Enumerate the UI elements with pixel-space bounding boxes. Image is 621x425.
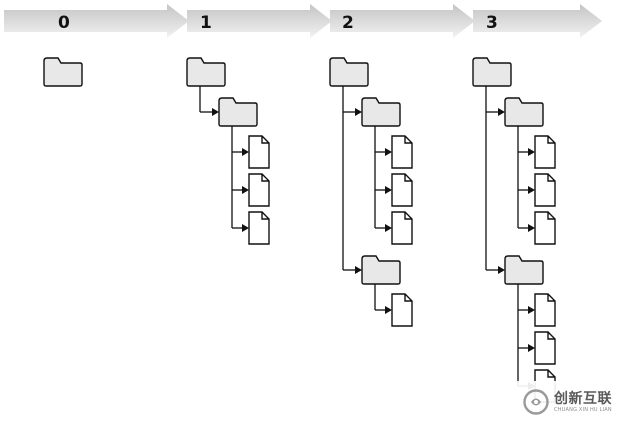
folder-icon [361, 255, 401, 285]
watermark: 创新互联 CHUANG XIN HU LIAN [517, 381, 620, 423]
folder-icon [472, 57, 512, 87]
revision-label: 1 [200, 13, 212, 33]
file-icon [248, 211, 270, 245]
file-icon [534, 135, 556, 169]
connector-arrowhead [385, 148, 392, 156]
connector-arrowhead [355, 266, 362, 274]
connector-arrowhead [528, 306, 535, 314]
folder-icon [504, 255, 544, 285]
connector-arrowhead [498, 108, 505, 116]
folder-icon [186, 57, 226, 87]
folder-icon [361, 97, 401, 127]
watermark-subtitle: CHUANG XIN HU LIAN [554, 406, 612, 413]
revision-arrows: 0 1 2 3 [4, 4, 602, 38]
revision-arrow [330, 4, 475, 38]
connector-arrowhead [355, 108, 362, 116]
revision-trees [43, 57, 556, 403]
file-icon [248, 173, 270, 207]
connector-arrowhead [212, 108, 219, 116]
file-icon [534, 293, 556, 327]
connector-arrowhead [528, 148, 535, 156]
folder-icon [504, 97, 544, 127]
revision-arrow [4, 4, 189, 38]
connector-arrowhead [528, 186, 535, 194]
file-icon [534, 331, 556, 365]
connector-arrowhead [242, 224, 249, 232]
folder-icon [329, 57, 369, 87]
connector-arrowhead [498, 266, 505, 274]
connector-arrowhead [385, 224, 392, 232]
file-icon [391, 211, 413, 245]
revision-label: 0 [58, 13, 70, 33]
connector-arrowhead [385, 186, 392, 194]
revision-tree [186, 57, 270, 245]
revision-label: 3 [486, 13, 498, 33]
file-icon [248, 135, 270, 169]
file-icon [534, 211, 556, 245]
revision-arrow [473, 4, 602, 38]
file-icon [534, 173, 556, 207]
watermark-name: 创新互联 [554, 390, 612, 407]
folder-icon [218, 97, 258, 127]
file-icon [391, 173, 413, 207]
revision-label: 2 [342, 13, 354, 33]
revision-tree [329, 57, 413, 327]
connector-arrowhead [528, 224, 535, 232]
revision-tree [472, 57, 556, 403]
connector-arrowhead [242, 186, 249, 194]
connector-arrowhead [385, 306, 392, 314]
file-icon [391, 135, 413, 169]
connector-arrowhead [528, 344, 535, 352]
file-icon [391, 293, 413, 327]
revision-arrow [187, 4, 332, 38]
connector-arrowhead [242, 148, 249, 156]
folder-icon [43, 57, 83, 87]
watermark-logo-icon [523, 389, 549, 415]
revision-tree [43, 57, 83, 87]
